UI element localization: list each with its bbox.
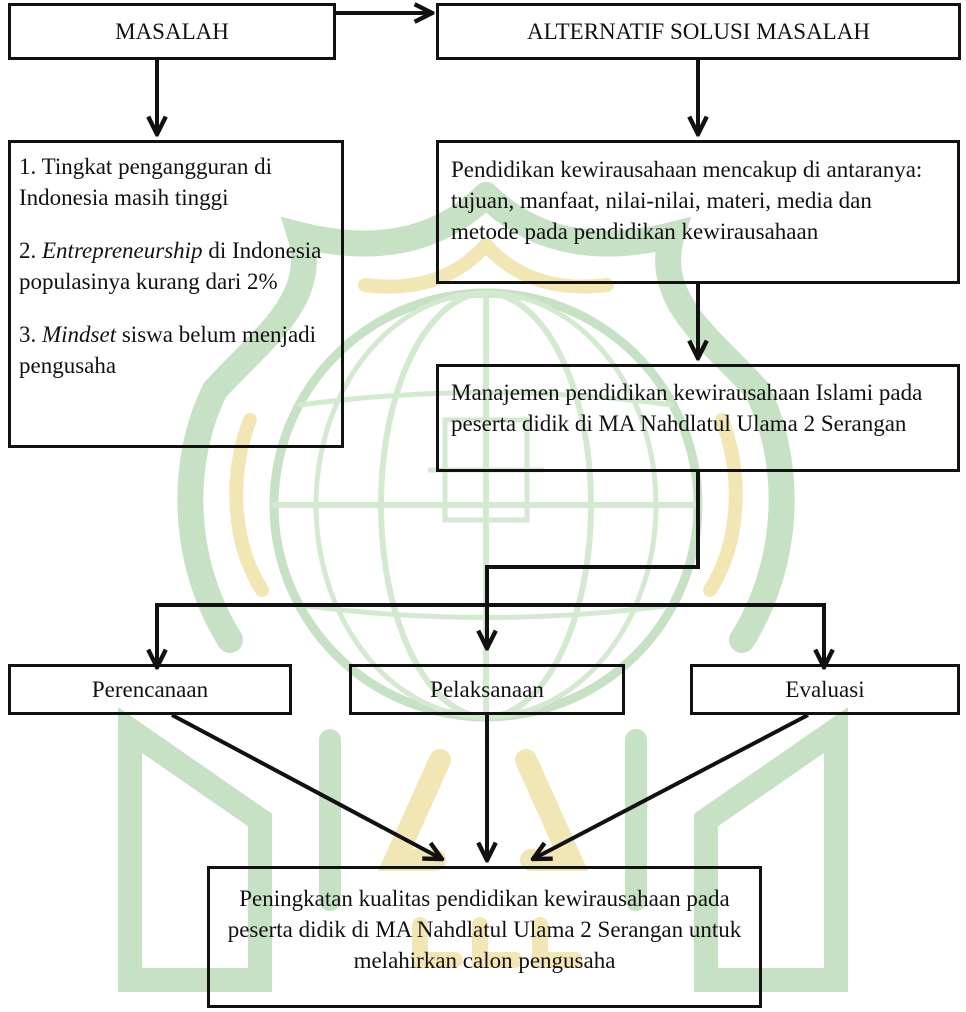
perencanaan-box: Perencanaan (8, 664, 292, 715)
pelaksanaan-box: Pelaksanaan (349, 664, 625, 715)
problem-item-2-term: Entrepreneurship (42, 238, 203, 263)
masalah-label: MASALAH (115, 19, 229, 44)
problem-item-3: 3. Mindset siswa belum menjadi pengusaha (19, 319, 329, 381)
manajemen-box: Manajemen pendidikan kewirausahaan Islam… (436, 364, 960, 472)
alternatif-solusi-box: ALTERNATIF SOLUSI MASALAH (436, 3, 961, 60)
problem-item-3-text: siswa belum menjadi pengusaha (19, 322, 317, 378)
pelaksanaan-label: Pelaksanaan (430, 677, 544, 702)
problem-list-box: 1. Tingkat pengangguran di Indonesia mas… (8, 140, 344, 448)
problem-item-1: 1. Tingkat pengangguran di Indonesia mas… (19, 154, 272, 210)
evaluasi-box: Evaluasi (690, 664, 960, 715)
masalah-box: MASALAH (8, 3, 336, 60)
arrow-perencanaan-to-peningkatan (171, 713, 440, 858)
problem-item-3-number: 3. (19, 322, 42, 347)
alternatif-label: ALTERNATIF SOLUSI MASALAH (527, 19, 870, 44)
problem-item-2-number: 2. (19, 238, 42, 263)
arrow-evaluasi-to-peningkatan (535, 713, 809, 858)
evaluasi-label: Evaluasi (785, 677, 865, 702)
problem-item-2: 2. Entrepreneurship di Indonesia populas… (19, 235, 329, 297)
arrow-manajemen-to-pelaksanaan (487, 472, 700, 646)
pendidikan-box: Pendidikan kewirausahaan mencakup di ant… (436, 140, 960, 284)
arrow-branch-to-perencanaan (157, 603, 487, 665)
manajemen-text: Manajemen pendidikan kewirausahaan Islam… (451, 380, 923, 436)
peningkatan-text: Peningkatan kualitas pendidikan kewiraus… (227, 886, 742, 973)
arrow-branch-to-evaluasi (487, 603, 824, 665)
perencanaan-label: Perencanaan (91, 677, 209, 702)
problem-item-2-text: di Indonesia populasinya kurang dari 2% (19, 238, 322, 294)
pendidikan-text: Pendidikan kewirausahaan mencakup di ant… (451, 157, 923, 244)
peningkatan-box: Peningkatan kualitas pendidikan kewiraus… (207, 866, 762, 1008)
problem-item-3-term: Mindset (42, 322, 117, 347)
